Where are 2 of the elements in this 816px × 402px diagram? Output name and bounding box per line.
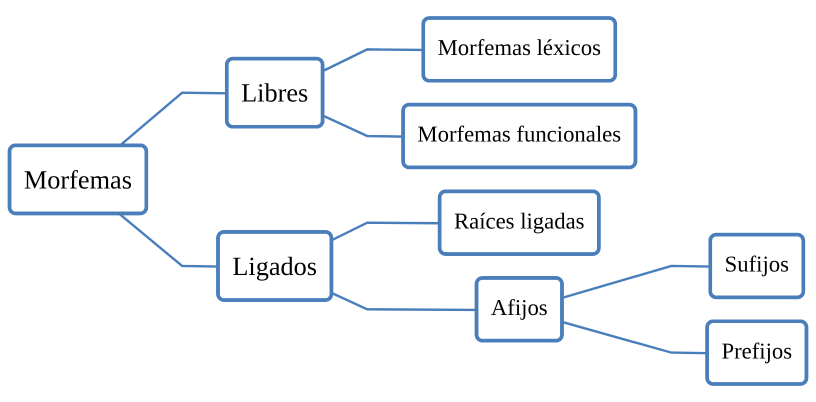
connector [322,48,424,72]
connector [118,213,219,268]
